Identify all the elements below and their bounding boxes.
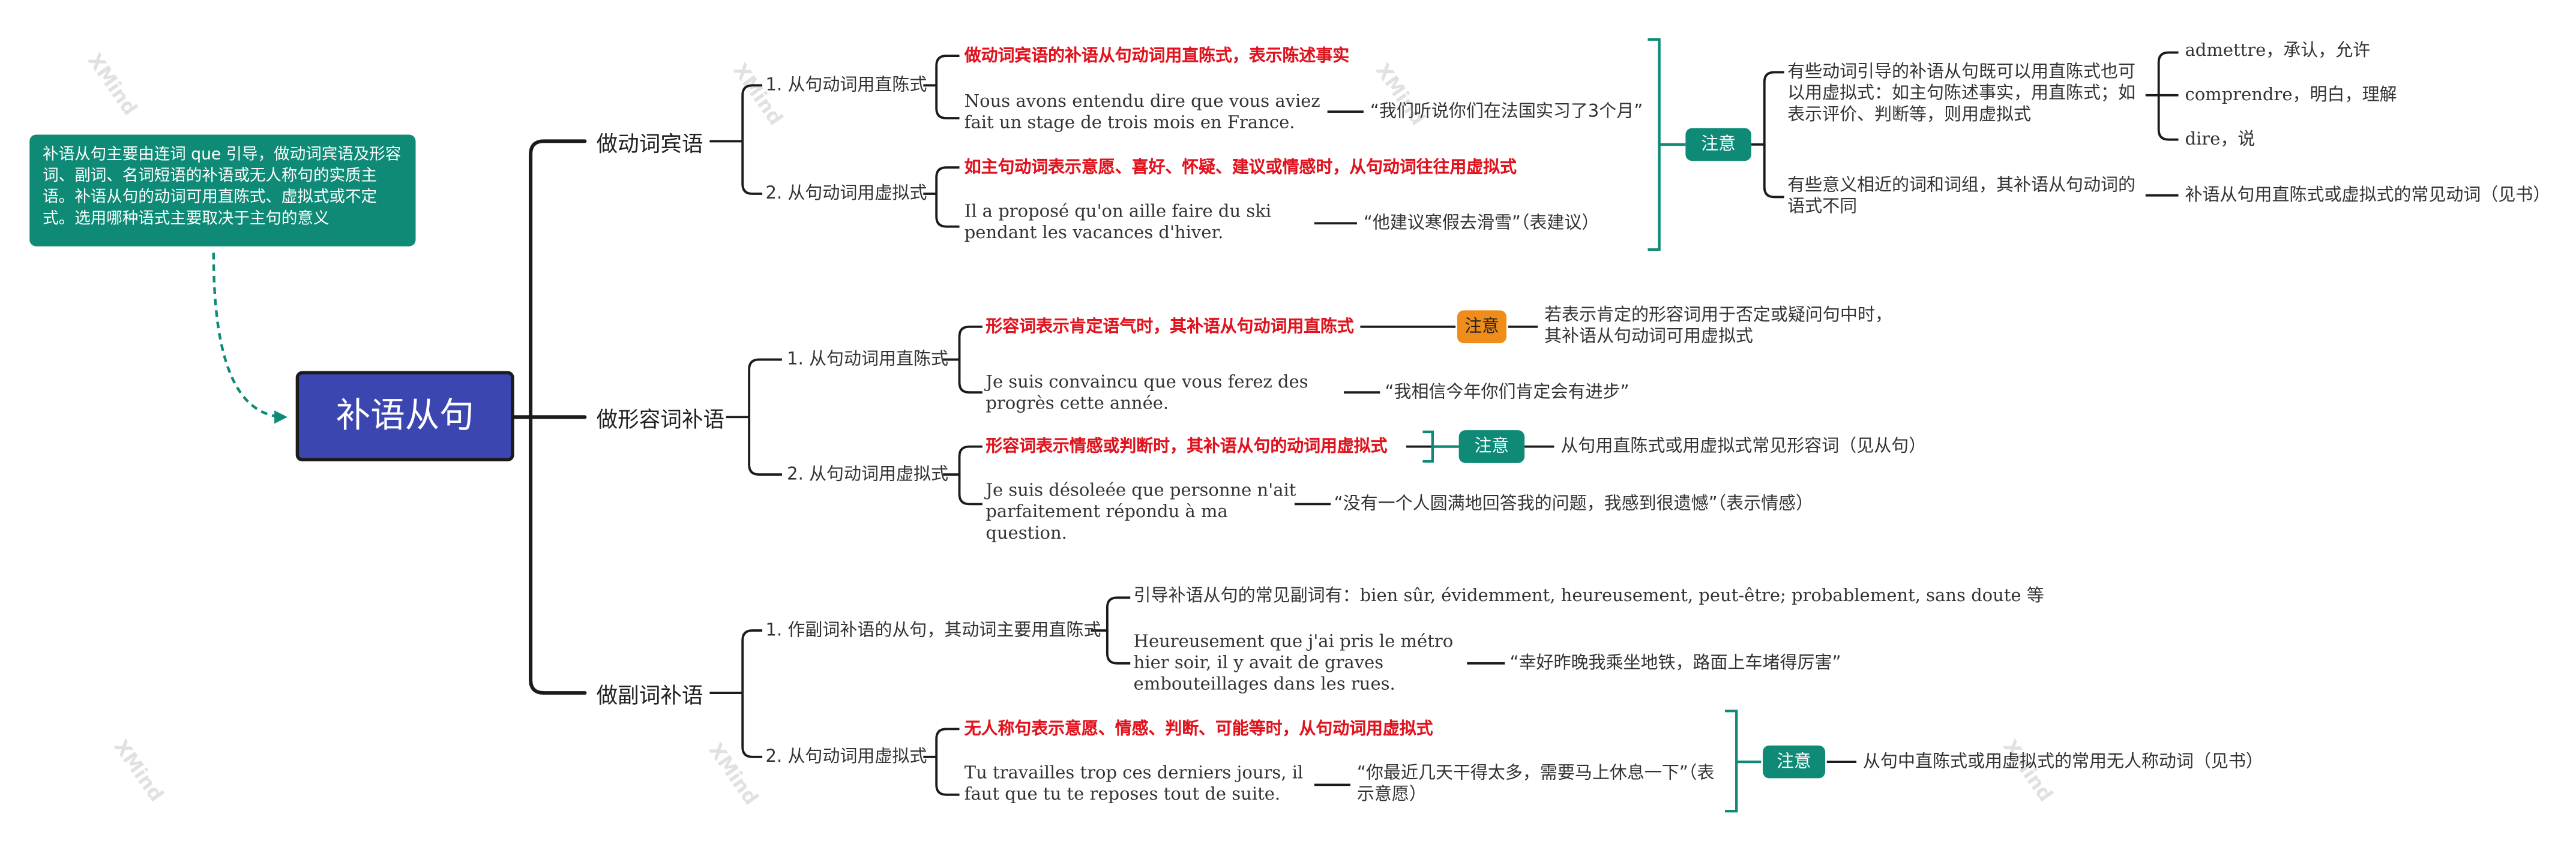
example-translation: “没有一个人圆满地回答我的问题，我感到很遗憾”（表示情感）: [1334, 494, 1814, 514]
example-sentence: Il a proposé qu'on aille faire du ski pe…: [964, 202, 1272, 244]
example-translation: “你最近几天干得太多，需要马上休息一下”（表示意愿）: [1356, 763, 1715, 805]
note-badge[interactable]: 注意: [1458, 430, 1525, 463]
note-text: 若表示肯定的形容词用于否定或疑问句中时，其补语从句动词可用虚拟式: [1544, 305, 1892, 347]
rule-text: 无人称句表示意愿、情感、判断、可能等时，从句动词用虚拟式: [964, 720, 1433, 739]
subtopic-subjunctive[interactable]: 2. 从句动词用虚拟式: [765, 184, 927, 204]
subtopic-subjunctive[interactable]: 2. 从句动词用虚拟式: [787, 464, 949, 485]
note-badge[interactable]: 注意: [1457, 310, 1507, 344]
note-badge[interactable]: 注意: [1685, 128, 1751, 161]
note-text: 有些动词引导的补语从句既可以用直陈式也可以用虚拟式：如主句陈述事实，用直陈式；如…: [1787, 62, 2136, 125]
rule-text: 如主句动词表示意愿、喜好、怀疑、建议或情感时，从句动词往往用虚拟式: [964, 159, 1517, 178]
verb-example: comprendre，明白，理解: [2185, 85, 2397, 106]
subtopic-indicative[interactable]: 1. 作副词补语的从句，其动词主要用直陈式: [765, 620, 1101, 641]
note-badge[interactable]: 注意: [1763, 745, 1826, 779]
rule-text: 形容词表示情感或判断时，其补语从句的动词用虚拟式: [986, 438, 1388, 456]
branch-adjective-complement[interactable]: 做形容词补语: [596, 409, 725, 434]
example-sentence: Je suis désoleée que personne n'ait parf…: [986, 480, 1296, 544]
rule-text: 引导补语从句的常见副词有：bien sûr, évidemment, heure…: [1133, 586, 2044, 606]
note-text: 从句中直陈式或用虚拟式的常用无人称动词（见书）: [1862, 752, 2263, 772]
rule-text: 做动词宾语的补语从句动词用直陈式，表示陈述事实: [964, 47, 1350, 66]
subtopic-subjunctive[interactable]: 2. 从句动词用虚拟式: [765, 747, 927, 767]
verb-example: admettre，承认，允许: [2185, 41, 2371, 61]
note-text: 从句用直陈式或用虚拟式常见形容词（见从句）: [1560, 437, 1927, 456]
example-translation: “他建议寒假去滑雪”（表建议）: [1363, 213, 1599, 233]
note-reference: 补语从句用直陈式或虚拟式的常见动词（见书）: [2185, 185, 2551, 206]
branch-verb-object[interactable]: 做动词宾语: [596, 133, 703, 158]
example-translation: “我们听说你们在法国实习了3个月”: [1370, 101, 1643, 122]
subtopic-indicative[interactable]: 1. 从句动词用直陈式: [787, 350, 949, 370]
example-translation: “幸好昨晚我乘坐地铁，路面上车堵得厉害”: [1509, 653, 1841, 674]
example-sentence: Heureusement que j'ai pris le métro hier…: [1133, 632, 1454, 695]
root-topic[interactable]: 补语从句: [295, 371, 514, 462]
subtopic-indicative[interactable]: 1. 从句动词用直陈式: [765, 75, 927, 95]
example-sentence: Nous avons entendu dire que vous aviez f…: [964, 92, 1320, 133]
example-sentence: Tu travailles trop ces derniers jours, i…: [964, 763, 1304, 805]
summary-callout: 补语从句主要由连词 que 引导，做动词宾语及形容词、副词、名词短语的补语或无人…: [29, 134, 416, 247]
verb-example: dire，说: [2185, 130, 2256, 150]
note-text: 有些意义相近的词和词组，其补语从句动词的语式不同: [1787, 175, 2136, 217]
branch-adverb-complement[interactable]: 做副词补语: [596, 684, 703, 710]
example-sentence: Je suis convaincu que vous ferez des pro…: [986, 373, 1308, 414]
example-translation: “我相信今年你们肯定会有进步”: [1385, 382, 1630, 403]
rule-text: 形容词表示肯定语气时，其补语从句动词用直陈式: [986, 319, 1354, 337]
